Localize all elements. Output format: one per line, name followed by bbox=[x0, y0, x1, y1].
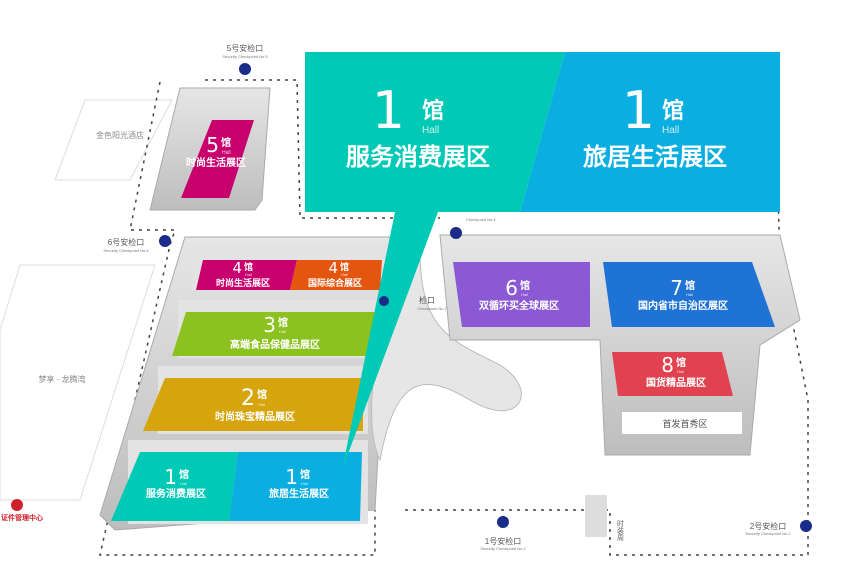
svg-text:时尚珠宝精品展区: 时尚珠宝精品展区 bbox=[215, 410, 295, 423]
hall-7-label: 7 馆 Hall 国内省市自治区展区 bbox=[638, 276, 728, 312]
svg-text:Security Checkpoint No.6: Security Checkpoint No.6 bbox=[103, 248, 149, 253]
svg-text:Hall: Hall bbox=[258, 402, 265, 407]
callout-left-name: 服务消费展区 bbox=[346, 143, 490, 171]
hall7-area bbox=[603, 262, 775, 327]
svg-text:7: 7 bbox=[670, 276, 683, 300]
hotel-label: 金色阳光酒店 bbox=[96, 130, 144, 140]
svg-text:馆: 馆 bbox=[278, 316, 288, 329]
hall4b-area bbox=[290, 260, 382, 290]
svg-text:Hall: Hall bbox=[245, 272, 252, 277]
premiere-label: 首发首秀区 bbox=[662, 418, 707, 429]
hall6-area bbox=[453, 262, 590, 327]
svg-text:馆: 馆 bbox=[520, 279, 530, 292]
callout-right-hall: Hall bbox=[662, 125, 679, 136]
svg-text:Hall: Hall bbox=[180, 481, 187, 486]
id-center-label: 证件管理中心 bbox=[1, 513, 43, 522]
premiere-area bbox=[622, 412, 742, 434]
svg-text:馆: 馆 bbox=[221, 136, 231, 149]
svg-text:5: 5 bbox=[206, 133, 219, 157]
svg-text:双循环买全球展区: 双循环买全球展区 bbox=[479, 299, 559, 312]
callout-left-hall: Hall bbox=[422, 125, 439, 136]
hall-1b-label: 1 馆 Hall 旅居生活展区 bbox=[269, 465, 329, 500]
svg-text:4: 4 bbox=[232, 259, 242, 277]
residence-outline bbox=[0, 264, 156, 501]
svg-text:馆: 馆 bbox=[300, 468, 310, 481]
svg-text:Hall: Hall bbox=[686, 292, 693, 297]
checkpoint-2-label: 2号安检口 Security Checkpoint No.2 bbox=[745, 521, 791, 536]
svg-text:8: 8 bbox=[661, 353, 674, 377]
svg-text:Checkpoint No.7: Checkpoint No.7 bbox=[417, 306, 447, 311]
svg-text:2: 2 bbox=[241, 386, 255, 411]
svg-text:国际综合展区: 国际综合展区 bbox=[308, 277, 362, 288]
svg-text:6号安检口: 6号安检口 bbox=[108, 237, 144, 247]
svg-text:Hall: Hall bbox=[521, 292, 528, 297]
svg-text:3: 3 bbox=[263, 313, 276, 337]
hotel-outline bbox=[54, 99, 173, 181]
svg-text:馆: 馆 bbox=[340, 261, 349, 272]
svg-text:国货精品展区: 国货精品展区 bbox=[646, 376, 706, 389]
callout-left-unit: 馆 bbox=[422, 98, 444, 123]
hall-2-label: 2 馆 Hall 时尚珠宝精品展区 bbox=[215, 386, 295, 423]
boundary-north bbox=[99, 79, 440, 556]
callout-left-panel[interactable] bbox=[305, 52, 565, 470]
svg-text:1: 1 bbox=[285, 465, 298, 489]
id-center-icon bbox=[11, 499, 23, 511]
callout-right-panel[interactable] bbox=[520, 52, 780, 212]
callout-right-number: 1 bbox=[622, 81, 655, 141]
checkpoint-4-label: Checkpoint No.4 bbox=[466, 217, 496, 222]
svg-text:2号安检口: 2号安检口 bbox=[750, 521, 786, 531]
svg-text:馆: 馆 bbox=[179, 468, 189, 481]
svg-text:馆: 馆 bbox=[257, 388, 267, 401]
svg-text:Hall: Hall bbox=[301, 481, 308, 486]
svg-text:时尚生活展区: 时尚生活展区 bbox=[186, 156, 246, 169]
svg-text:Security Checkpoint No.1: Security Checkpoint No.1 bbox=[480, 546, 526, 551]
checkpoint-icons[interactable] bbox=[159, 63, 812, 532]
svg-text:高端食品保健品展区: 高端食品保健品展区 bbox=[230, 338, 320, 351]
hall2-area bbox=[143, 378, 363, 431]
svg-text:时尚生活展区: 时尚生活展区 bbox=[216, 277, 270, 288]
residence-label: 梦享 · 龙腾湾 bbox=[38, 374, 85, 384]
svg-text:5号安检口: 5号安检口 bbox=[227, 43, 263, 53]
checkpoint-5-label: 5号安检口 Security Checkpoint No.5 bbox=[222, 43, 268, 59]
hall8-area bbox=[612, 352, 733, 396]
svg-text:4: 4 bbox=[328, 259, 338, 277]
callout-right-name: 旅居生活展区 bbox=[583, 144, 727, 171]
hall-4a-label: 4 馆 Hall 时尚生活展区 bbox=[216, 259, 270, 288]
hall-4b-label: 4 馆 Hall 国际综合展区 bbox=[308, 259, 362, 288]
hall-1a-label: 1 馆 Hall 服务消费展区 bbox=[146, 465, 206, 500]
hall4a-area bbox=[196, 260, 297, 290]
svg-text:馆: 馆 bbox=[676, 356, 686, 369]
callout-left-number: 1 bbox=[372, 81, 405, 141]
hall1b-area bbox=[229, 452, 362, 521]
checkpoint-1-label: 1号安检口 Security Checkpoint No.1 bbox=[480, 536, 526, 551]
hall-6-label: 6 馆 Hall 双循环买全球展区 bbox=[479, 276, 559, 312]
hall-3-label: 3 馆 Hall 高端食品保健品展区 bbox=[230, 313, 320, 351]
svg-text:Hall: Hall bbox=[341, 272, 348, 277]
svg-text:Security Checkpoint No.5: Security Checkpoint No.5 bbox=[222, 54, 268, 59]
hall3-area bbox=[172, 312, 377, 356]
svg-text:检口: 检口 bbox=[419, 295, 435, 305]
walkway bbox=[371, 239, 522, 462]
svg-text:Hall: Hall bbox=[222, 150, 231, 156]
fashion-week-label: 时装周 bbox=[617, 519, 625, 542]
hall-5-label: 5 馆 Hall 时尚生活展区 bbox=[186, 133, 246, 169]
svg-text:1号安检口: 1号安检口 bbox=[485, 536, 521, 546]
callout-right-unit: 馆 bbox=[662, 98, 684, 123]
svg-text:6: 6 bbox=[505, 276, 518, 300]
svg-text:Hall: Hall bbox=[677, 369, 684, 374]
hall5-area bbox=[181, 120, 254, 198]
svg-text:Security Checkpoint No.2: Security Checkpoint No.2 bbox=[745, 531, 791, 536]
hall-8-label: 8 馆 Hall 国货精品展区 bbox=[646, 353, 706, 389]
svg-text:旅居生活展区: 旅居生活展区 bbox=[269, 487, 329, 500]
svg-text:Hall: Hall bbox=[279, 329, 286, 334]
svg-text:国内省市自治区展区: 国内省市自治区展区 bbox=[638, 299, 728, 312]
svg-text:馆: 馆 bbox=[685, 279, 695, 292]
checkpoint-6-label: 6号安检口 Security Checkpoint No.6 bbox=[103, 237, 149, 253]
checkpoint-7-label: 检口 Checkpoint No.7 bbox=[417, 295, 447, 311]
fashion-week-block bbox=[585, 495, 607, 537]
svg-text:馆: 馆 bbox=[244, 261, 253, 272]
hall1a-area bbox=[111, 452, 238, 521]
svg-text:1: 1 bbox=[164, 465, 177, 489]
svg-text:服务消费展区: 服务消费展区 bbox=[146, 487, 206, 500]
